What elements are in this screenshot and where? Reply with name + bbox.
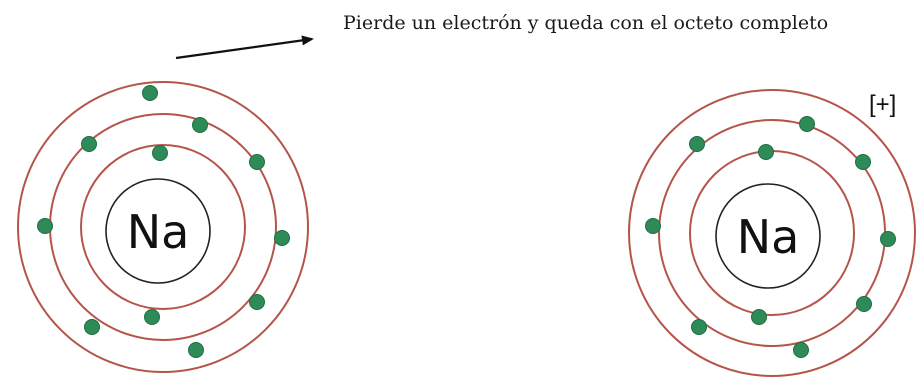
- electron: [84, 319, 100, 335]
- electron: [855, 154, 871, 170]
- electron: [880, 231, 896, 247]
- element-symbol: Na: [737, 210, 800, 264]
- electron: [144, 309, 160, 325]
- shell-3: [628, 89, 916, 377]
- sodium-atom-neutral: Na: [17, 81, 309, 373]
- electron: [188, 342, 204, 358]
- shell-3: [17, 81, 309, 373]
- shell-1: [80, 144, 246, 310]
- electron: [758, 144, 774, 160]
- electrons: [37, 85, 290, 358]
- electron: [689, 136, 705, 152]
- electron: [142, 85, 158, 101]
- electron: [192, 117, 208, 133]
- electron: [856, 296, 872, 312]
- electron: [274, 230, 290, 246]
- ion-charge: [+]: [869, 91, 896, 118]
- electron: [691, 319, 707, 335]
- nucleus: [715, 183, 821, 289]
- electron: [37, 218, 53, 234]
- electron: [751, 309, 767, 325]
- electron: [249, 154, 265, 170]
- electron: [81, 136, 97, 152]
- electrons: [645, 116, 896, 358]
- electron: [799, 116, 815, 132]
- electron: [645, 218, 661, 234]
- nucleus: [105, 178, 211, 284]
- sodium-ion: Na [+]: [628, 89, 916, 377]
- electron: [793, 342, 809, 358]
- electron: [249, 294, 265, 310]
- electron: [152, 145, 168, 161]
- caption: Pierde un electrón y queda con el octeto…: [343, 12, 828, 34]
- arrow-icon: [175, 35, 314, 60]
- element-symbol: Na: [127, 205, 190, 259]
